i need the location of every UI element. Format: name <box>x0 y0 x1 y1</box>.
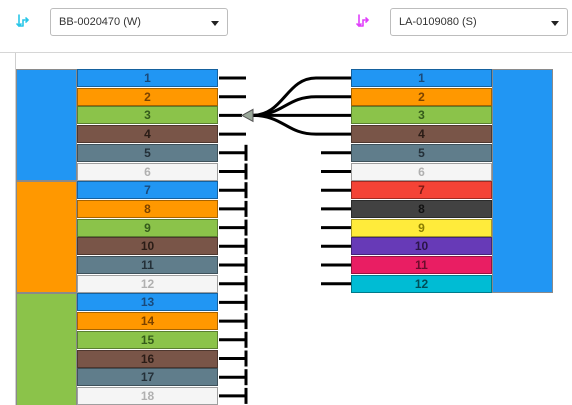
right-fiber-10[interactable]: 10 <box>351 237 492 256</box>
left-fiber-2[interactable]: 2 <box>77 87 218 106</box>
left-cable-buffer-tube-2 <box>16 181 77 294</box>
left-fiber-1[interactable]: 1 <box>77 69 218 87</box>
splice-connectors <box>219 76 351 404</box>
left-fiber-6[interactable]: 6 <box>77 162 218 181</box>
right-cable-direction-icon[interactable] <box>354 12 372 30</box>
splice-link-2[interactable] <box>251 95 351 117</box>
right-fiber-4[interactable]: 4 <box>351 125 492 144</box>
left-fiber-8[interactable]: 8 <box>77 199 218 218</box>
right-fiber-2[interactable]: 2 <box>351 87 492 106</box>
right-fiber-5[interactable]: 5 <box>351 143 492 162</box>
left-cable-buffer-tube-1 <box>16 69 77 182</box>
left-fiber-14[interactable]: 14 <box>77 312 218 331</box>
left-fiber-15[interactable]: 15 <box>77 330 218 349</box>
left-fiber-7[interactable]: 7 <box>77 181 218 200</box>
right-fiber-7[interactable]: 7 <box>351 181 492 200</box>
right-fiber-3[interactable]: 3 <box>351 106 492 125</box>
left-fiber-12[interactable]: 12 <box>77 274 218 293</box>
right-fiber-12[interactable]: 12 <box>351 274 492 293</box>
left-fiber-11[interactable]: 11 <box>77 256 218 274</box>
left-fiber-18[interactable]: 18 <box>77 386 218 405</box>
splice-link-4[interactable] <box>251 113 351 136</box>
left-cable-select-value: BB-0020470 (W) <box>59 16 141 28</box>
right-cable-buffer-tube-1 <box>492 69 553 294</box>
left-fiber-10[interactable]: 10 <box>77 237 218 256</box>
left-fiber-13[interactable]: 13 <box>77 293 218 312</box>
left-fiber-5[interactable]: 5 <box>77 143 218 162</box>
left-fiber-17[interactable]: 17 <box>77 368 218 387</box>
chevron-down-icon <box>551 21 559 26</box>
left-cable-select[interactable]: BB-0020470 (W) <box>50 8 228 36</box>
right-fiber-9[interactable]: 9 <box>351 218 492 237</box>
left-fiber-9[interactable]: 9 <box>77 218 218 237</box>
left-fiber-4[interactable]: 4 <box>77 125 218 144</box>
chevron-down-icon <box>211 21 219 26</box>
left-cable-buffer-tube-3 <box>16 293 77 405</box>
right-cable-select[interactable]: LA-0109080 (S) <box>390 8 568 36</box>
right-fiber-1[interactable]: 1 <box>351 69 492 87</box>
left-fiber-3[interactable]: 3 <box>77 106 218 125</box>
left-cable-direction-icon[interactable] <box>14 12 32 30</box>
toolbar: BB-0020470 (W) LA-0109080 (S) <box>0 0 572 53</box>
right-fiber-8[interactable]: 8 <box>351 199 492 218</box>
right-fiber-11[interactable]: 11 <box>351 256 492 274</box>
right-cable-select-value: LA-0109080 (S) <box>399 16 477 28</box>
right-fiber-6[interactable]: 6 <box>351 162 492 181</box>
splice-arrow-icon <box>240 108 254 123</box>
left-fiber-16[interactable]: 16 <box>77 349 218 368</box>
